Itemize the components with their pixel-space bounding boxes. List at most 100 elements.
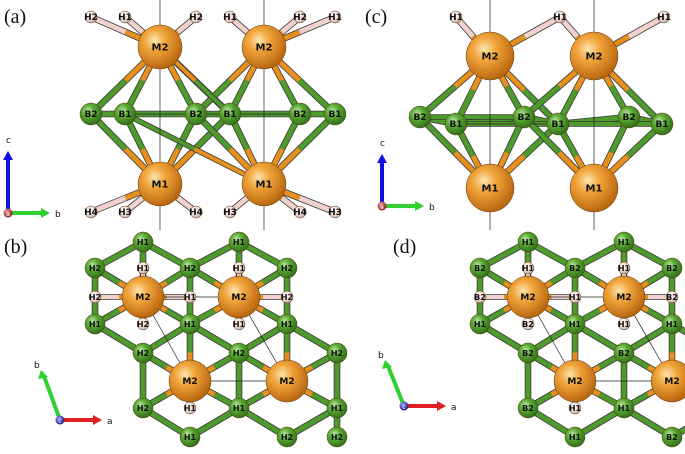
atom-label: M2 [520,293,535,303]
axis-arrow-vertical [386,365,406,407]
atom-label: H1 [184,404,197,413]
metal-atom [241,161,287,207]
atom-label: B2 [666,433,678,442]
axis-label: c [380,139,385,149]
boron-atom [469,313,491,335]
panel-d-label: (d) [393,236,417,258]
axis-origin [399,401,409,411]
atom-label: M2 [182,377,197,387]
hydrogen-atom [521,261,535,275]
atom-label: H2 [84,13,98,23]
boron-atom [517,342,539,364]
atom-label: B1 [551,120,564,130]
axis-label: b [55,210,61,220]
hydrogen-atom [189,205,203,219]
boron-atom [276,313,298,335]
atom-label: H4 [293,208,307,218]
boron-atom [512,105,536,129]
hydrogen-atom [183,290,197,304]
atom-label: H1 [666,320,679,329]
atom-label: M2 [279,377,294,387]
atom-label: H1 [618,320,631,329]
atom-label: B2 [666,293,678,302]
atom-label: B2 [522,349,534,358]
boron-atom [218,102,242,126]
metal-atom [121,275,165,319]
boron-atom [323,102,347,126]
atom-label: H1 [449,13,463,23]
bond [298,195,336,215]
boron-atom [228,231,250,253]
atom-label: M2 [231,293,246,303]
arrow-head-icon [377,154,387,163]
atom-label: M2 [567,377,582,387]
boron-atom [564,426,586,448]
atom-label: B2 [522,320,534,329]
atom-label: M1 [586,184,603,195]
atom-label: H1 [618,404,631,413]
atom-label: H3 [223,208,237,218]
atom-label: H1 [137,264,150,273]
arrow-head-icon [3,151,13,160]
boron-atom [613,397,635,419]
atom-label: H1 [184,433,197,442]
atom-label: H1 [233,238,246,247]
atom-label: H4 [84,208,98,218]
atom-label: H1 [522,264,535,273]
atom-label: H1 [89,320,102,329]
arrow-head-icon [415,201,424,211]
atom-label: M2 [616,293,631,303]
atom-label: H1 [474,320,487,329]
atom-label: B1 [118,110,131,120]
axis-label: c [402,404,405,411]
hydrogen-atom [473,290,487,304]
atom-label: B1 [223,110,236,120]
atom-label: M2 [135,293,150,303]
boron-atom [517,397,539,419]
metal-atom [569,31,619,81]
metal-atom [602,275,646,319]
atom-label: H1 [233,264,246,273]
hydrogen-atom [84,205,98,219]
boron-atom [564,313,586,335]
atom-label: H1 [569,293,582,302]
boron-atom [84,257,106,279]
atom-label: H1 [569,320,582,329]
atom-label: H1 [223,13,237,23]
boron-atom [326,397,348,419]
bond [523,14,562,39]
atom-label: H2 [331,349,343,358]
boron-atom [288,102,312,126]
axis-label: a [451,403,457,413]
boron-atom [276,257,298,279]
atom-label: M2 [256,43,273,54]
boron-atom [179,426,201,448]
axis-label: c [58,418,61,425]
atom-label: H2 [137,320,149,329]
metal-atom [506,275,550,319]
boron-atom [613,342,635,364]
axis-origin [377,201,387,211]
hydrogen-atom [553,10,567,24]
atom-label: B1 [655,120,668,130]
hydrogen-atom [617,261,631,275]
arrow-head-icon [382,360,392,369]
atom-label: H1 [184,293,197,302]
atom-label: B2 [666,264,678,273]
hydrogen-atom [280,290,294,304]
boron-atom [661,257,683,279]
hydrogen-atom [189,10,203,24]
atom-label: H4 [189,208,203,218]
atom-label: H1 [657,13,671,23]
axis-label: c [6,136,11,146]
metal-atom [465,31,515,81]
boron-atom [84,313,106,335]
boron-atom [650,112,674,136]
atom-label: H3 [328,208,342,218]
boron-atom [661,426,683,448]
boron-atom [276,426,298,448]
atom-label: B2 [618,349,630,358]
atom-label: H2 [281,433,293,442]
atom-label: M1 [482,184,499,195]
